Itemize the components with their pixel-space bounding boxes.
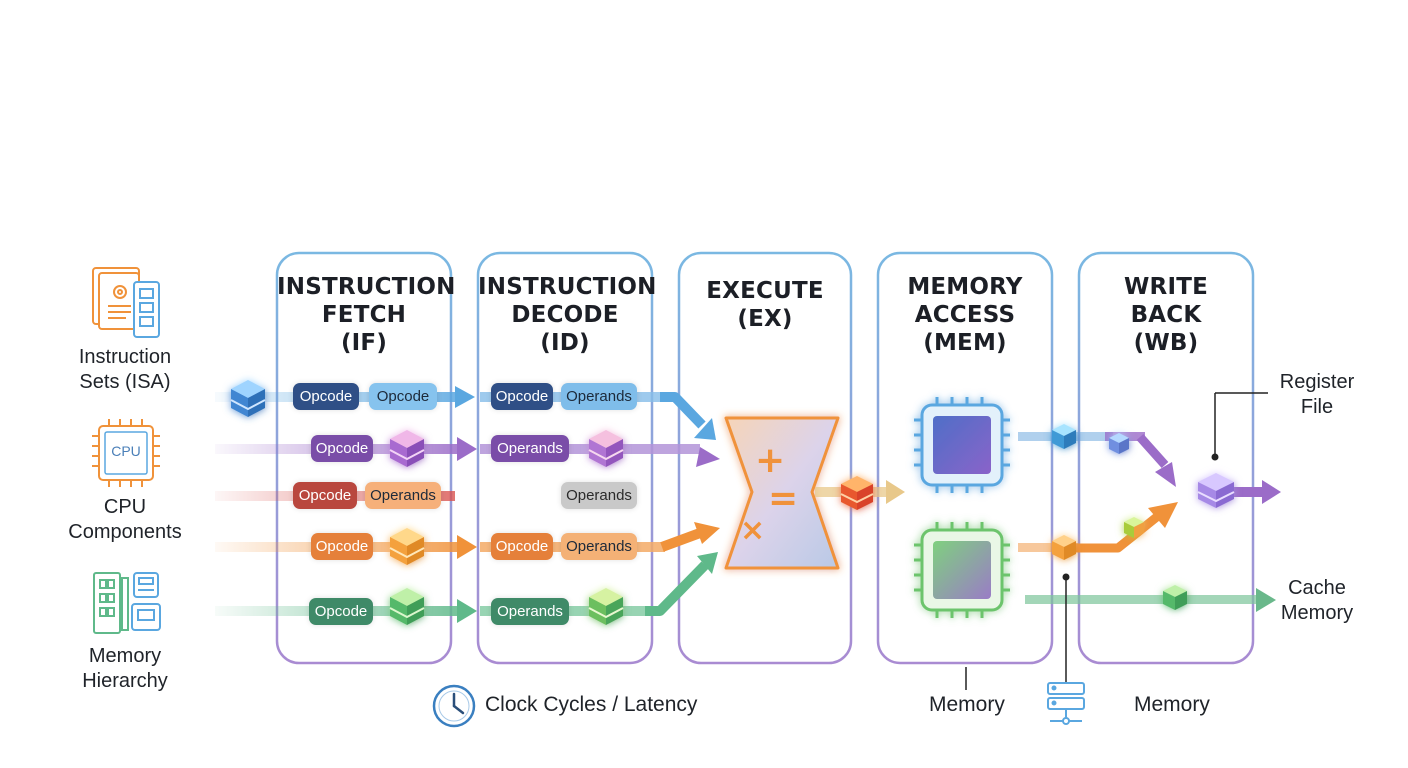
isa-label: Instruction Sets (ISA) bbox=[78, 346, 172, 393]
stage-box-mem bbox=[876, 251, 1054, 665]
chip-r1-if-opcode-a: Opcode bbox=[293, 383, 359, 410]
cpu-components-label: CPU Components bbox=[68, 496, 182, 543]
cpu-chip-icon bbox=[92, 419, 160, 487]
stage-title-id: INSTRUCTION DECODE (ID) bbox=[478, 274, 657, 356]
memory-chip-green-icon bbox=[914, 522, 1010, 618]
chip-r2-if-opcode: Opcode bbox=[311, 435, 373, 462]
calculator-icon: + = × bbox=[724, 416, 840, 570]
clock-icon bbox=[432, 684, 476, 728]
cpu-icon-text: CPU bbox=[111, 443, 141, 459]
svg-text:=: = bbox=[768, 478, 798, 519]
stage-box-ex bbox=[677, 251, 853, 665]
cache-memory-label: Cache Memory bbox=[1280, 577, 1354, 624]
chip-r5-id-operands: Operands bbox=[491, 598, 569, 625]
memory-hierarchy-label: Memory Hierarchy bbox=[82, 645, 168, 692]
chip-r1-id-operands: Operands bbox=[561, 383, 637, 410]
chip-r4-id-operands: Operands bbox=[561, 533, 637, 560]
memory-modules-icon bbox=[93, 572, 161, 634]
chip-r2-id-operands: Operands bbox=[491, 435, 569, 462]
chip-r1-if-opcode-b: Opcode bbox=[369, 383, 437, 410]
flow-row-orange bbox=[215, 522, 720, 559]
stage-title-if: INSTRUCTION FETCH (IF) bbox=[277, 274, 456, 356]
stage-box-if bbox=[275, 251, 453, 665]
stage-title-mem: MEMORY ACCESS (MEM) bbox=[907, 274, 1023, 356]
clock-cycles-label: Clock Cycles / Latency bbox=[485, 693, 698, 716]
chip-r4-id-opcode: Opcode bbox=[491, 533, 553, 560]
chip-r4-if-opcode: Opcode bbox=[311, 533, 373, 560]
register-file-label: Register File bbox=[1279, 371, 1355, 418]
svg-text:×: × bbox=[740, 513, 765, 548]
stage-title-wb: WRITE BACK (WB) bbox=[1123, 274, 1209, 356]
chip-r1-id-opcode: Opcode bbox=[491, 383, 553, 410]
server-icon bbox=[1047, 682, 1085, 725]
flow-row-green bbox=[215, 552, 718, 623]
memory-chip-blue-icon bbox=[914, 397, 1010, 493]
svg-text:+: + bbox=[755, 440, 785, 481]
chip-r3-if-operands: Operands bbox=[365, 482, 441, 509]
chip-r5-if-opcode: Opcode bbox=[309, 598, 373, 625]
chip-r3-id-operands: Operands bbox=[561, 482, 637, 509]
stage-title-ex: EXECUTE (EX) bbox=[706, 278, 824, 332]
chip-r3-if-opcode: Opcode bbox=[293, 482, 357, 509]
flow-row-purple bbox=[215, 437, 720, 467]
stage-box-wb bbox=[1077, 251, 1255, 665]
cube-stack-icon bbox=[230, 380, 1235, 625]
stage-box-id bbox=[476, 251, 654, 665]
book-gear-icon bbox=[92, 267, 160, 338]
memory-label-right: Memory bbox=[1134, 693, 1210, 716]
memory-label-left: Memory bbox=[929, 693, 1005, 716]
flow-row-blue bbox=[215, 386, 716, 440]
